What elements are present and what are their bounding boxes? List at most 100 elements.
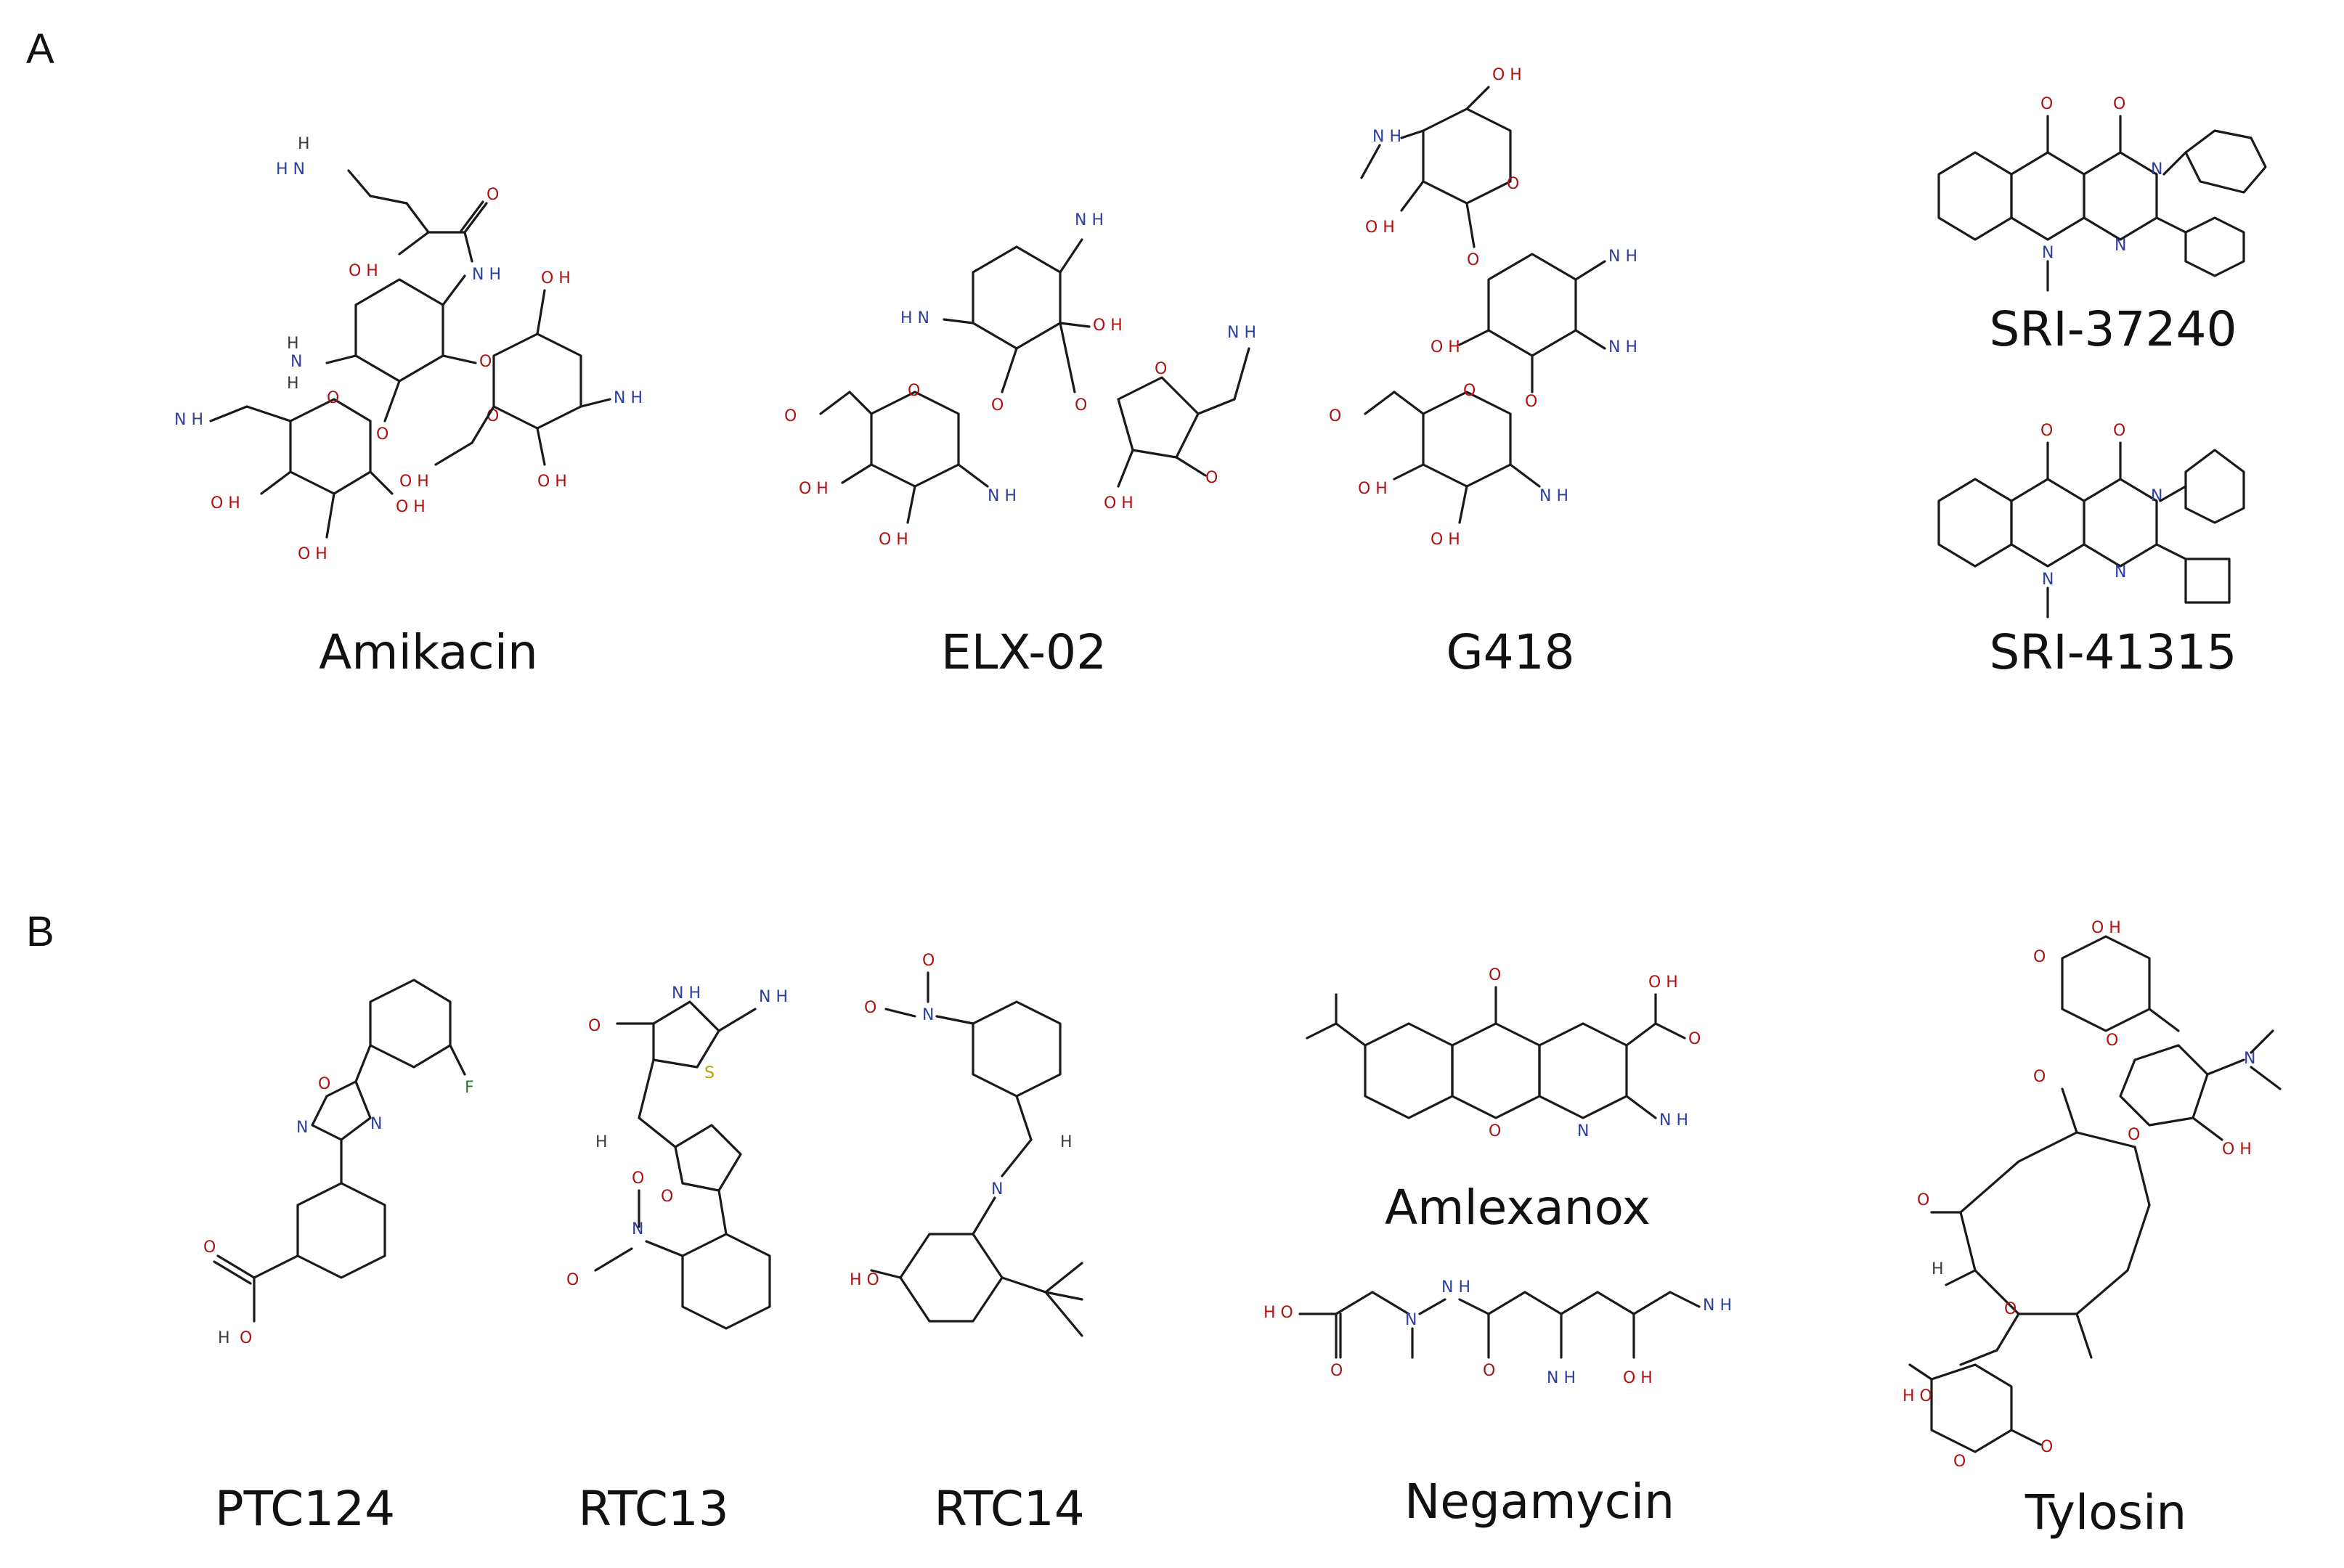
sri41315-structure: O O N N N [1937, 422, 2245, 618]
tylosin-structure: O H O O O N O H O O H O H O O O [1903, 919, 2282, 1471]
molecule-name: Amikacin [319, 624, 538, 680]
svg-text:N: N [922, 1006, 934, 1024]
svg-text:O H: O H [879, 531, 908, 549]
molecule-g418: O O H N H O H O N H N H O H O O O O H O … [1322, 58, 1699, 697]
svg-text:N H: N H [988, 487, 1017, 505]
svg-text:N H: N H [472, 266, 501, 284]
svg-text:O: O [2113, 422, 2125, 440]
negamycin-structure: H O O N N H O N H O H N H [1263, 1278, 1732, 1387]
svg-text:N: N [2042, 244, 2054, 262]
svg-text:O H: O H [349, 262, 378, 280]
svg-text:O H: O H [1623, 1369, 1653, 1387]
svg-text:O: O [2040, 95, 2053, 113]
molecule-tylosin: O H O O O N O H O O H O H O O O Tylosin [1888, 907, 2324, 1553]
svg-text:O: O [203, 1238, 216, 1257]
rtc13-structure: N H S N H O H O N O O [566, 984, 788, 1330]
svg-text:N: N [296, 1119, 308, 1137]
svg-text:H: H [1932, 1260, 1944, 1278]
svg-text:O: O [588, 1017, 601, 1035]
svg-text:N: N [2115, 563, 2126, 581]
svg-text:N: N [1405, 1311, 1417, 1329]
svg-text:O H: O H [298, 545, 327, 563]
svg-text:N: N [2151, 160, 2162, 179]
svg-text:O H: O H [1492, 66, 1522, 84]
svg-text:N: N [1577, 1122, 1589, 1140]
svg-text:O: O [922, 952, 935, 970]
svg-text:O: O [2033, 948, 2046, 966]
svg-text:O: O [2040, 422, 2053, 440]
svg-text:N H: N H [1227, 324, 1256, 342]
molecule-name: Negamycin [1404, 1474, 1675, 1530]
svg-text:O H: O H [1431, 338, 1460, 356]
svg-text:O: O [2004, 1300, 2017, 1318]
svg-text:O: O [1489, 1122, 1501, 1140]
svg-text:O: O [1953, 1453, 1966, 1471]
svg-text:O H: O H [1358, 480, 1388, 498]
molecule-negamycin: H O O N N H O N H O H N H Negamycin [1249, 1249, 1830, 1553]
svg-text:H N: H N [900, 309, 929, 327]
svg-text:N: N [2042, 571, 2054, 589]
elx02-structure: N H H N O H O O O O O H O H N H O N H O … [784, 211, 1256, 549]
svg-text:O H: O H [2222, 1140, 2252, 1159]
sri37240-structure: O O N N N [1937, 95, 2267, 292]
svg-text:N H: N H [614, 389, 643, 407]
svg-text:N: N [632, 1220, 643, 1238]
molecule-name: RTC13 [578, 1481, 729, 1537]
svg-text:H: H [1060, 1133, 1073, 1151]
svg-text:O: O [2040, 1438, 2053, 1456]
svg-text:O: O [2113, 95, 2125, 113]
svg-text:S: S [704, 1064, 715, 1082]
svg-text:O: O [1917, 1191, 1929, 1209]
svg-text:O H: O H [1104, 494, 1134, 513]
svg-text:O: O [1688, 1030, 1701, 1048]
molecule-amlexanox: O O N O H O N H Amlexanox [1278, 958, 1757, 1249]
svg-text:O: O [2033, 1068, 2046, 1086]
svg-text:O: O [1329, 407, 1341, 425]
svg-text:O: O [1463, 382, 1476, 400]
svg-text:O: O [1483, 1362, 1495, 1380]
svg-text:O: O [661, 1188, 673, 1206]
svg-text:N H: N H [759, 988, 788, 1006]
svg-text:H O: H O [1903, 1387, 1932, 1405]
molecule-ptc124: F O N N O O H PTC124 [131, 958, 479, 1553]
svg-text:O: O [479, 353, 492, 371]
svg-text:H: H [218, 1329, 230, 1347]
svg-text:N: N [290, 353, 302, 371]
svg-text:O: O [1507, 175, 1519, 193]
molecule-amikacin: N H O O H H N H N H H O O N H O H O H O … [131, 58, 726, 697]
svg-text:O H: O H [211, 494, 240, 513]
svg-text:N: N [2115, 237, 2126, 255]
svg-text:O: O [566, 1271, 579, 1289]
svg-text:O: O [1075, 396, 1087, 415]
amikacin-structure: N H O O H H N H N H H O O N H O H O H O … [174, 135, 643, 563]
molecule-elx02: N H H N O H O O O O O H O H N H O N H O … [770, 203, 1278, 697]
molecule-name: SRI-41315 [1989, 624, 2237, 680]
molecule-name: PTC124 [214, 1481, 396, 1537]
svg-text:N H: N H [1608, 338, 1637, 356]
svg-text:O H: O H [537, 473, 567, 491]
panel-label-b: B [26, 908, 54, 955]
svg-text:O: O [240, 1329, 252, 1347]
svg-text:O: O [1525, 393, 1537, 411]
svg-text:N H: N H [672, 984, 701, 1003]
svg-text:O: O [2106, 1032, 2118, 1050]
svg-text:N H: N H [1547, 1369, 1576, 1387]
svg-text:O H: O H [1365, 219, 1395, 237]
svg-text:O: O [487, 186, 499, 204]
svg-text:N H: N H [1659, 1111, 1688, 1130]
svg-text:O: O [1467, 251, 1479, 269]
svg-text:O H: O H [1093, 317, 1123, 335]
rtc14-structure: O N O H N H O [850, 952, 1083, 1337]
svg-text:N: N [370, 1115, 382, 1133]
svg-text:O: O [376, 425, 388, 444]
molecule-name: Amlexanox [1385, 1180, 1651, 1236]
svg-text:H O: H O [1263, 1304, 1293, 1322]
svg-text:O: O [1489, 966, 1501, 984]
molecule-rtc14: O N O H N H O RTC14 [842, 944, 1176, 1553]
svg-text:H N: H N [276, 160, 305, 179]
svg-text:N: N [2151, 487, 2162, 505]
molecule-name: G418 [1446, 624, 1575, 680]
g418-structure: O O H N H O H O N H N H O H O O O O H O … [1329, 66, 1637, 549]
svg-text:N H: N H [1441, 1278, 1470, 1297]
molecule-sri37240: O O N N N SRI-37240 [1910, 73, 2316, 370]
